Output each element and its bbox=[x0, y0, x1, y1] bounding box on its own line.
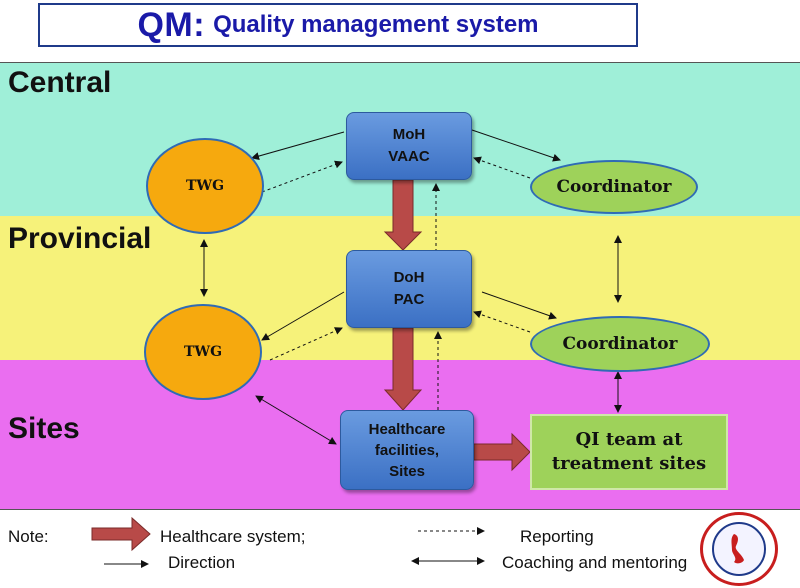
coordinator-provincial-node: Coordinator bbox=[530, 316, 710, 372]
coaching-line-twg-hc bbox=[255, 395, 337, 445]
qi-team-label-2: treatment sites bbox=[551, 453, 707, 474]
doh-label: DoH bbox=[393, 269, 425, 286]
sites-label: Sites bbox=[8, 412, 80, 445]
legend-coaching-label: Coaching and mentoring bbox=[502, 553, 688, 572]
twg-central-node: TWG bbox=[146, 138, 264, 234]
twg-provincial-node: TWG bbox=[144, 304, 262, 400]
reporting-line-twg-moh bbox=[261, 160, 343, 193]
healthcare-facilities-node: Healthcare facilities, Sites bbox=[340, 410, 474, 490]
moh-label: MoH bbox=[392, 126, 426, 143]
direction-line-doh-coord bbox=[481, 291, 557, 320]
qi-team-node: QI team at treatment sites bbox=[530, 414, 728, 490]
direction-line-moh-coord bbox=[471, 129, 561, 162]
twg-provincial-label: TWG bbox=[183, 344, 223, 360]
coordinator-central-label: Coordinator bbox=[556, 177, 672, 197]
facilities-label: facilities, bbox=[374, 441, 440, 459]
legend-direction-label: Direction bbox=[168, 553, 236, 572]
direction-arrow-moh-doh bbox=[383, 179, 423, 251]
reporting-line-coord-doh bbox=[473, 310, 531, 333]
direction-line-moh-twg bbox=[251, 131, 345, 160]
map-emblem-icon bbox=[731, 534, 744, 564]
central-label: Central bbox=[8, 66, 112, 99]
provincial-label: Provincial bbox=[8, 222, 152, 255]
sites-node-label: Sites bbox=[389, 462, 425, 480]
reporting-line-coord-moh bbox=[473, 156, 531, 179]
legend-note-label: Note: bbox=[8, 527, 49, 546]
direction-arrow-hc-qi bbox=[473, 432, 531, 472]
legend-healthcare-arrow bbox=[91, 516, 151, 552]
qi-team-label-1: QI team at bbox=[575, 429, 683, 450]
legend-reporting-label: Reporting bbox=[520, 527, 594, 546]
title-main: QM: bbox=[137, 5, 206, 44]
vaac-label: VAAC bbox=[388, 148, 430, 165]
legend-healthcare-label: Healthcare system; bbox=[160, 527, 306, 546]
pac-label: PAC bbox=[393, 291, 425, 308]
healthcare-label: Healthcare bbox=[368, 420, 446, 438]
direction-arrow-doh-hc bbox=[383, 327, 423, 411]
twg-central-label: TWG bbox=[185, 178, 225, 194]
direction-line-doh-twg bbox=[261, 291, 345, 341]
coordinator-provincial-label: Coordinator bbox=[562, 334, 678, 354]
doh-pac-node: DoH PAC bbox=[346, 250, 472, 328]
logo-emblem-icon bbox=[712, 522, 766, 576]
reporting-line-twg-doh bbox=[269, 327, 343, 361]
title-box: QM: Quality management system bbox=[38, 3, 638, 47]
vaac-logo-icon bbox=[700, 512, 778, 586]
coordinator-central-node: Coordinator bbox=[530, 160, 698, 214]
moh-vaac-node: MoH VAAC bbox=[346, 112, 472, 180]
title-sub: Quality management system bbox=[213, 11, 539, 38]
